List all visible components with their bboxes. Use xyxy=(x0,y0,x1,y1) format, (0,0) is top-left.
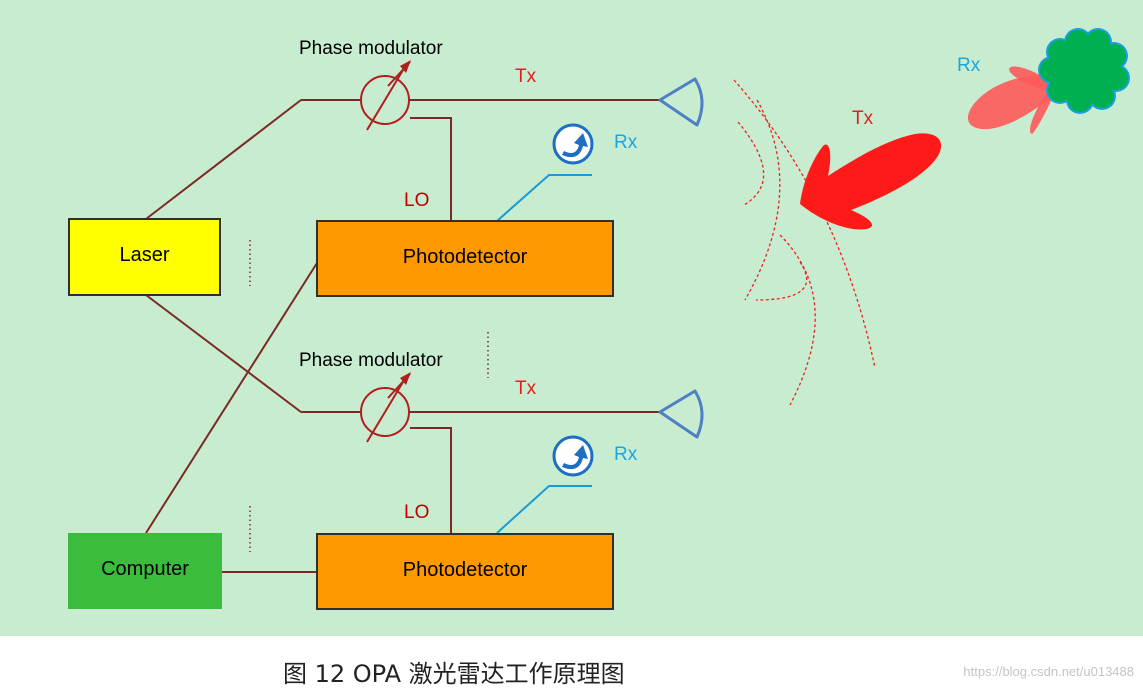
watermark-url: https://blog.csdn.net/u013488 xyxy=(963,664,1134,679)
computer-box xyxy=(68,533,222,609)
laser-block: Laser xyxy=(68,218,221,296)
wire-laser-to-modulator-bottom xyxy=(145,294,302,413)
photodetector-bottom-label: Photodetector xyxy=(403,559,528,581)
cloud-target-icon xyxy=(967,28,1130,134)
phase-modulator-label-top: Phase modulator xyxy=(299,38,443,59)
phase-modulator-icon xyxy=(360,60,411,131)
wavefront-lines xyxy=(733,79,876,406)
photodetector-top-label: Photodetector xyxy=(403,246,528,268)
rx-receiver-icon xyxy=(552,435,594,477)
diagram-background xyxy=(0,0,1143,636)
channel-top: Phase modulator Tx Rx LO xyxy=(299,38,704,222)
photodetector-top-box xyxy=(316,220,614,297)
wire-lo-bottom xyxy=(410,427,452,534)
lo-label-bottom: LO xyxy=(404,502,429,523)
photodetector-bottom: Photodetector xyxy=(316,533,614,610)
lo-label-top: LO xyxy=(404,190,429,211)
photodetector-bottom-box xyxy=(316,533,614,610)
wire-computer-to-photodetector-top xyxy=(145,262,318,534)
channel-bottom: Phase modulator Tx Rx LO xyxy=(299,350,704,534)
laser-label: Laser xyxy=(119,244,169,266)
computer-label: Computer xyxy=(101,558,189,580)
tx-beam xyxy=(800,133,942,230)
laser-box xyxy=(68,218,221,296)
tx-label-top: Tx xyxy=(515,66,537,87)
rx-line-bottom xyxy=(496,485,592,534)
computer-block: Computer xyxy=(68,533,222,609)
phase-modulator-label-bottom: Phase modulator xyxy=(299,350,443,371)
rx-line-top xyxy=(496,174,592,222)
rx-receiver-icon xyxy=(552,123,594,165)
photodetector-top: Photodetector xyxy=(316,220,614,297)
phase-modulator-icon xyxy=(360,372,411,443)
rx-label-bottom: Rx xyxy=(614,444,638,465)
antenna-icon xyxy=(658,389,704,439)
rx-label-top: Rx xyxy=(614,132,638,153)
rx-beam xyxy=(967,76,1055,130)
rx-beam-lobe-bottom xyxy=(1029,90,1056,134)
tx-beam-label: Tx xyxy=(852,108,874,129)
wire-laser-to-modulator-top xyxy=(145,99,302,220)
antenna-icon xyxy=(658,77,704,127)
tx-label-bottom: Tx xyxy=(515,378,537,399)
rx-beam-lobe-top xyxy=(1009,66,1050,92)
figure-caption: 图 12 OPA 激光雷达工作原理图 xyxy=(283,660,625,688)
wire-lo-top xyxy=(410,117,452,221)
rx-target-label: Rx xyxy=(957,55,981,76)
target-cloud xyxy=(1038,28,1130,114)
